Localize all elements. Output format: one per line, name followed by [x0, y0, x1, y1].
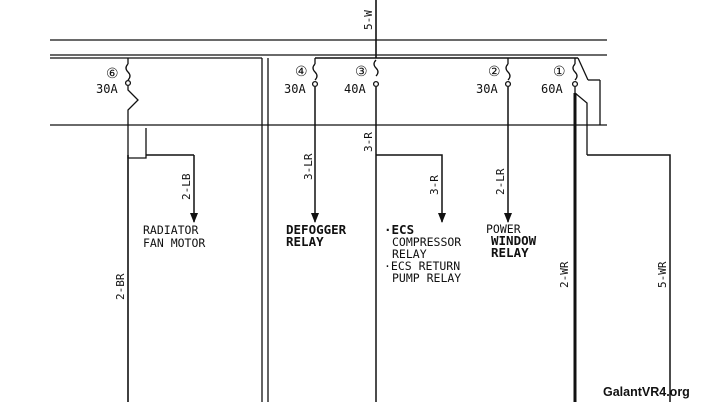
fuse-4-element — [312, 63, 318, 81]
fuse-3-rating: 40A — [344, 82, 366, 96]
dest-radiator-line2: FAN MOTOR — [143, 236, 205, 250]
wire-label-2lb: 2-LB — [180, 173, 193, 200]
wire-label-5w: 5-W — [362, 10, 375, 30]
dest-power-window-line1: POWER — [486, 222, 521, 236]
wire-fuse1-bend — [574, 87, 588, 155]
fuse-1-terminal — [571, 80, 579, 88]
fuse-2-rating: 30A — [476, 82, 498, 96]
fuse-2-terminal — [504, 80, 512, 88]
fuse-6-terminal — [124, 79, 132, 87]
wire-label-2wr: 2-WR — [558, 261, 571, 288]
wire-label-5wr: 5-WR — [656, 261, 669, 288]
dest-ecs-compressor-line2: COMPRESSOR — [392, 235, 461, 249]
fuse-2-element — [505, 63, 511, 81]
fuse-1-element — [572, 63, 578, 81]
wire-label-3r-branch: 3-R — [428, 175, 441, 195]
fuse-4-terminal — [311, 80, 319, 88]
dest-defogger-line2: RELAY — [286, 234, 324, 249]
dest-power-window-line2: WINDOW — [491, 233, 537, 248]
wire-label-3lr: 3-LR — [302, 153, 315, 180]
fuse-3-number: ③ — [355, 64, 368, 80]
fuse-3-terminal — [372, 80, 380, 88]
dest-ecs-return-line2: PUMP RELAY — [392, 271, 461, 285]
watermark-text: GalantVR4.org — [603, 385, 690, 399]
fuse-6-number: ⑥ — [106, 66, 119, 82]
wire-3r-branch — [376, 154, 446, 223]
dest-ecs-compressor-line1: ·ECS — [384, 222, 414, 237]
fuse-3-element — [373, 59, 379, 77]
dest-ecs-compressor-line3: RELAY — [392, 247, 427, 261]
fuse-1-number: ① — [553, 64, 566, 80]
dest-defogger-line1: DEFOGGER — [286, 222, 347, 237]
fuse-1-rating: 60A — [541, 82, 563, 96]
fuse-2-number: ② — [488, 64, 501, 80]
fuse-4-rating: 30A — [284, 82, 306, 96]
dest-ecs-return-line1: ·ECS RETURN — [384, 259, 460, 273]
wire-label-2br: 2-BR — [114, 273, 127, 300]
wire-label-2lr: 2-LR — [494, 168, 507, 195]
wire-radiator-bend — [127, 86, 147, 159]
dest-power-window-line3: RELAY — [491, 245, 529, 260]
fuse-6-element — [125, 63, 131, 81]
wire-label-3r-main: 3-R — [362, 132, 375, 152]
fuse-4-number: ④ — [295, 64, 308, 80]
dest-radiator-line1: RADIATOR — [143, 223, 198, 237]
wire-5wr — [587, 154, 671, 402]
fuse-6-rating: 30A — [96, 82, 118, 96]
